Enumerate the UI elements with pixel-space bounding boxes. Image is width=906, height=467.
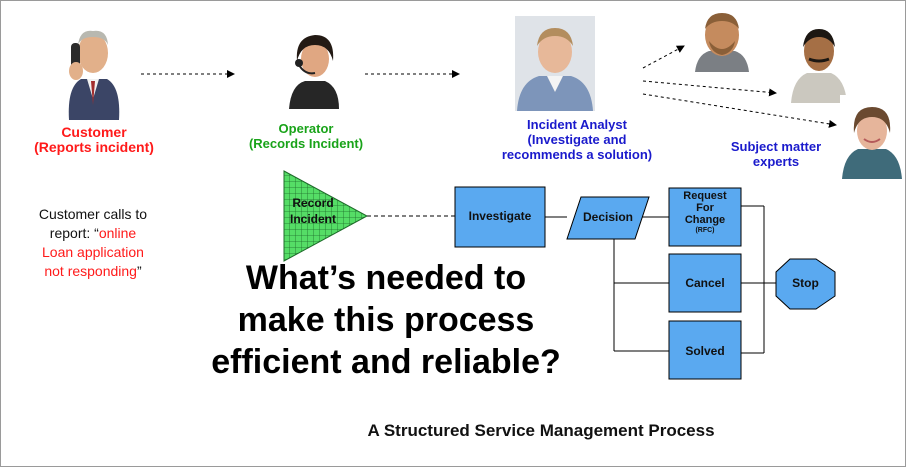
solved-box — [668, 320, 742, 380]
arrow-analyst-to-expert-3 — [642, 93, 837, 128]
investigate-label: Investigate — [468, 209, 532, 223]
customer-role-name: Customer — [61, 124, 127, 140]
analyst-role-desc-2: recommends a solution) — [501, 147, 653, 162]
expert-photo-1 — [691, 7, 753, 72]
cancel-box — [668, 253, 742, 313]
rfc-box — [668, 187, 742, 247]
expert-photo-3 — [840, 95, 903, 179]
operator-role-desc: (Records Incident) — [248, 136, 364, 151]
record-incident-label: Record Incident — [289, 196, 336, 226]
operator-label: Operator (Records Incident) — [231, 121, 381, 151]
scenario-text: Customer calls to report: “online Loan a… — [23, 205, 163, 281]
solved-label: Solved — [685, 344, 725, 358]
investigate-box — [454, 186, 546, 248]
scenario-line-4: not responding” — [44, 263, 142, 279]
decision-label: Decision — [582, 210, 633, 224]
scenario-line-3: Loan application — [42, 244, 144, 260]
operator-role-name: Operator — [278, 121, 334, 136]
headline-line-3: efficient and reliable? — [211, 343, 561, 381]
operator-photo — [285, 25, 343, 109]
customer-label: Customer (Reports incident) — [19, 125, 169, 155]
experts-label: Subject matter experts — [713, 139, 839, 169]
analyst-label: Incident Analyst (Investigate and recomm… — [477, 117, 677, 162]
scenario-line-2: report: “online — [49, 225, 137, 241]
experts-role-desc: experts — [752, 154, 800, 169]
decision-shape — [566, 196, 650, 240]
analyst-role-name: Incident Analyst — [527, 117, 627, 132]
arrow-analyst-to-expert-1 — [642, 45, 685, 69]
record-incident-shape — [283, 170, 369, 262]
experts-role-name: Subject matter — [730, 139, 822, 154]
expert-photo-2 — [789, 19, 849, 103]
stop-label: Stop — [792, 276, 819, 290]
rfc-label: Request For Change (RFC) — [683, 190, 727, 234]
slide-subtitle: A Structured Service Management Process — [367, 421, 715, 440]
headline-line-1: What’s needed to — [245, 259, 527, 297]
arrow-analyst-to-expert-2 — [642, 80, 777, 97]
analyst-photo — [515, 16, 595, 111]
scenario-line-1: Customer calls to — [38, 206, 148, 222]
stop-octagon — [775, 258, 836, 310]
headline-line-2: make this process — [237, 301, 535, 339]
analyst-role-desc-1: (Investigate and — [527, 132, 627, 147]
customer-photo — [63, 15, 123, 120]
headline-question: What’s needed to make this process effic… — [161, 257, 611, 383]
customer-role-desc: (Reports incident) — [34, 139, 154, 155]
cancel-label: Cancel — [685, 276, 725, 290]
